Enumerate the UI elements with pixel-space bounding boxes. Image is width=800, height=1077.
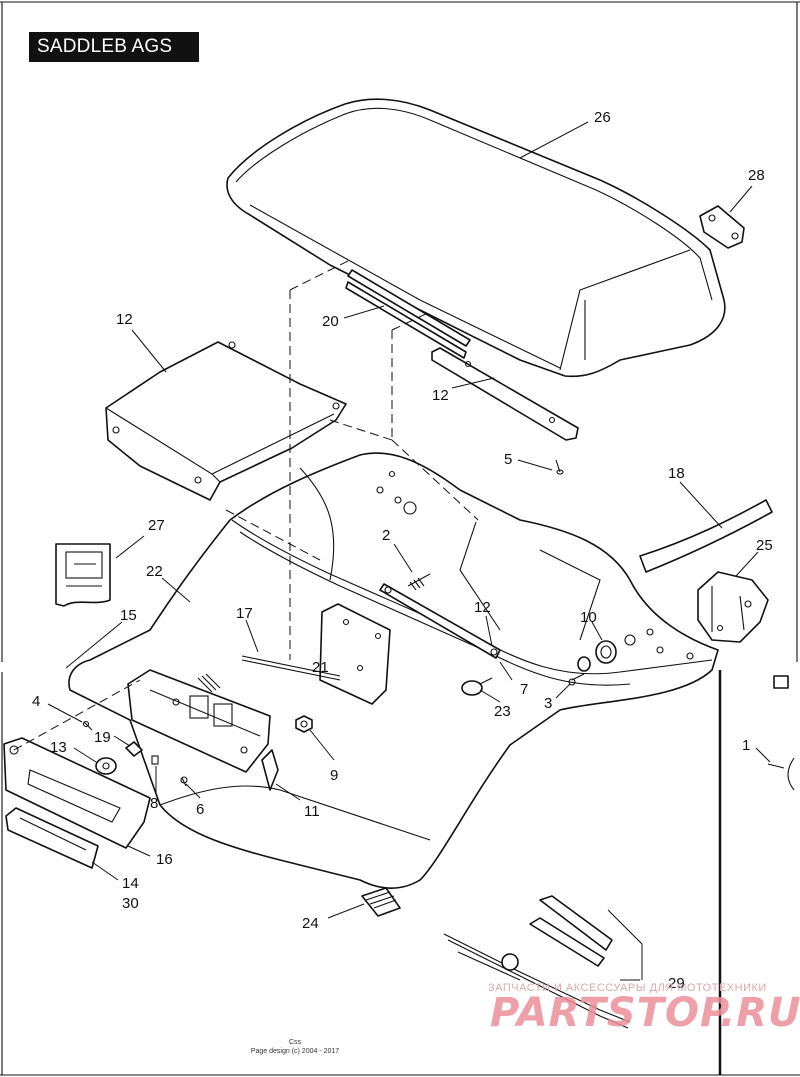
diagram-title: SADDLEB AGS [29, 32, 199, 62]
callout-23: 26 [594, 109, 611, 126]
callout-2: 2 [382, 527, 390, 544]
credit-line-1: Css [288, 1039, 302, 1046]
watermark-tagline: ЗАПЧАСТИ И АКСЕССУАРЫ ДЛЯ МОТОТЕХНИКИ [488, 982, 767, 994]
part-tool-kit [443, 895, 631, 1029]
callout-1: 1 [742, 737, 750, 754]
part-trim-strip [639, 499, 773, 573]
part-bumper [361, 887, 401, 917]
callout-24: 24 [302, 915, 319, 932]
callout-21: 21 [312, 659, 329, 676]
part-strap [431, 347, 579, 441]
callout-16: 16 [156, 851, 173, 868]
callout-12-top: 12 [116, 311, 133, 328]
callout-6: 6 [196, 801, 204, 818]
part-mount-bracket [697, 571, 769, 643]
callout-27: 28 [748, 167, 765, 184]
callout-20: 20 [322, 313, 339, 330]
part-lid [226, 98, 726, 378]
part-latch-mechanism [127, 669, 279, 791]
watermark-brand: PARTSTOP.RU [490, 990, 800, 1036]
leader-lines [47, 121, 771, 981]
part-lid-bracket [699, 205, 745, 249]
part-right-cutoff [767, 675, 795, 791]
part-fastener-25 [461, 677, 493, 696]
callout-25: 23 [494, 703, 511, 720]
callout-labels: 26 28 20 12 12 5 18 27 2 25 22 15 17 12 … [32, 109, 773, 992]
callout-18: 18 [668, 465, 685, 482]
part-saddlebag-body [68, 452, 719, 890]
callout-19: 19 [94, 729, 111, 746]
part-grommet [568, 640, 617, 686]
callout-17: 17 [236, 605, 253, 622]
part-hinge-rod [197, 655, 341, 693]
callout-12-mid: 12 [432, 387, 449, 404]
callout-9: 9 [330, 767, 338, 784]
part-screw-5 [555, 459, 564, 475]
callout-7: 7 [520, 681, 528, 698]
callout-30: 30 [122, 895, 139, 912]
callout-11: 11 [304, 803, 320, 820]
callout-14: 14 [122, 875, 139, 892]
callout-29: 29 [668, 975, 685, 992]
part-bolt-2 [407, 573, 431, 591]
part-emblem-plate [5, 807, 99, 869]
callout-12-low: 12 [474, 599, 491, 616]
part-liner [105, 341, 347, 501]
callout-28: 27 [148, 517, 165, 534]
part-hinge-strip [345, 269, 471, 359]
callout-4: 4 [32, 693, 40, 710]
assembly-guides [13, 259, 479, 751]
callout-22: 22 [146, 563, 163, 580]
credit-line-2: Page design (c) 2004 - 2017 [250, 1048, 340, 1055]
part-decal [55, 543, 111, 607]
part-latch-cover [3, 737, 151, 849]
page-credit: Css Page design (c) 2004 - 2017 [240, 1038, 350, 1056]
callout-15: 15 [120, 607, 137, 624]
callout-5: 5 [504, 451, 512, 468]
callout-10: 10 [580, 609, 597, 626]
callout-26: 25 [756, 537, 773, 554]
part-nut-9 [295, 715, 313, 733]
callout-3: 3 [544, 695, 552, 712]
callout-8: 8 [150, 795, 158, 812]
callout-13: 13 [50, 739, 67, 756]
